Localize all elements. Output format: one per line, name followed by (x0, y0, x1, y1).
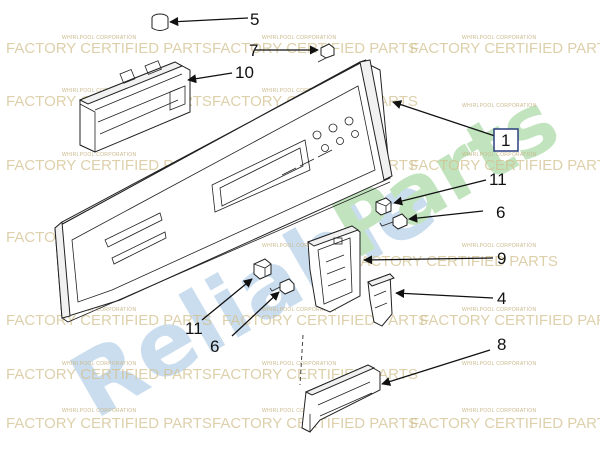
watermark-parts: FACTORY CERTIFIED PARTS (212, 40, 418, 57)
watermark-parts: FACTORY CERTIFIED PARTS (212, 366, 418, 383)
screw-part-left[interactable] (269, 278, 295, 295)
watermark-corp: WHIRLPOOL CORPORATION (62, 361, 136, 367)
support-bracket[interactable] (367, 273, 395, 327)
watermark-parts: FACTORY CERTIFIED PARTS (6, 312, 212, 329)
callout-7: 7 (249, 41, 258, 60)
watermark-corp: WHIRLPOOL CORPORATION (462, 243, 536, 249)
watermark-corp: WHIRLPOOL CORPORATION (62, 408, 136, 414)
callout-5: 5 (250, 10, 259, 29)
leader-arrow-11-left (201, 278, 253, 321)
leader-arrow-5 (169, 17, 249, 27)
clip-part-left[interactable] (253, 258, 272, 280)
lower-bracket[interactable] (301, 364, 381, 433)
watermark-parts: FACTORY CERTIFIED PARTS (6, 40, 212, 57)
leader-arrow-9 (363, 255, 494, 265)
callout-1: 1 (501, 131, 510, 150)
watermark-corp: WHIRLPOOL CORPORATION (262, 35, 336, 41)
leader-lines (169, 17, 499, 386)
watermark-corp: WHIRLPOOL CORPORATION (462, 152, 536, 158)
watermark-parts: FACTORY CERTIFIED PARTS (410, 415, 600, 432)
callout-6-left: 6 (210, 337, 219, 356)
control-board[interactable] (78, 60, 191, 153)
watermark-corp: WHIRLPOOL CORPORATION (262, 88, 336, 94)
clip-part-right[interactable] (375, 197, 392, 216)
leader-arrow-11-right (393, 179, 487, 206)
watermark-parts: FACTORY CERTIFIED PARTS (352, 253, 558, 270)
callout-9: 9 (497, 249, 506, 268)
knob-part[interactable] (151, 13, 169, 31)
watermark-parts: FACTORY CERTIFIED PARTS (6, 366, 212, 383)
leader-arrow-6-left (231, 291, 280, 337)
watermark-parts: FACTORY CERTIFIED PARTS (410, 40, 600, 57)
watermark-corp: WHIRLPOOL CORPORATION (262, 243, 336, 249)
mounting-bracket[interactable] (306, 225, 361, 313)
callout-11-right: 11 (489, 170, 507, 189)
watermark-parts: FACTORY CERTIFIED PARTS (222, 312, 428, 329)
callout-11-left: 11 (185, 319, 203, 338)
watermark-corp: WHIRLPOOL CORPORATION (462, 35, 536, 41)
assembly-guide-line (299, 334, 304, 386)
watermark-corp: WHIRLPOOL CORPORATION (62, 307, 136, 313)
watermark-corp: WHIRLPOOL CORPORATION (62, 35, 136, 41)
screw-part[interactable] (317, 43, 335, 63)
leader-arrow-6-right (408, 210, 484, 223)
watermark-corp: WHIRLPOOL CORPORATION (462, 307, 536, 313)
watermark-corp: WHIRLPOOL CORPORATION (62, 152, 136, 158)
watermark-corp: WHIRLPOOL CORPORATION (462, 408, 536, 414)
leader-arrow-1 (392, 100, 499, 138)
watermark-parts: FACTORY CERTIFIED PARTS (6, 415, 212, 432)
leader-arrow-4 (395, 288, 494, 299)
control-panel-console[interactable] (54, 59, 393, 323)
leader-arrow-10 (187, 72, 233, 84)
screw-part-right[interactable] (379, 213, 408, 230)
callout-6-right: 6 (496, 203, 505, 222)
callout-4: 4 (497, 289, 506, 308)
callout-10: 10 (235, 63, 254, 82)
watermark-corp: WHIRLPOOL CORPORATION (62, 88, 136, 94)
watermark-parts: FACTORY CERTIFIED PARTS (420, 312, 600, 329)
watermark-corp: WHIRLPOOL CORPORATION (462, 103, 536, 109)
watermark-parts: FACTORY CERTIFIED PARTS (410, 157, 600, 174)
watermark-corp: WHIRLPOOL CORPORATION (262, 361, 336, 367)
callout-labels: 5 7 10 1 11 6 9 4 8 11 6 (185, 10, 519, 356)
leader-arrow-8 (381, 349, 491, 386)
callout-1-box (493, 128, 519, 152)
callout-8: 8 (497, 335, 506, 354)
watermark-corp: WHIRLPOOL CORPORATION (262, 307, 336, 313)
watermark-corp: WHIRLPOOL CORPORATION (262, 408, 336, 414)
watermark-corp: WHIRLPOOL CORPORATION (462, 361, 536, 367)
